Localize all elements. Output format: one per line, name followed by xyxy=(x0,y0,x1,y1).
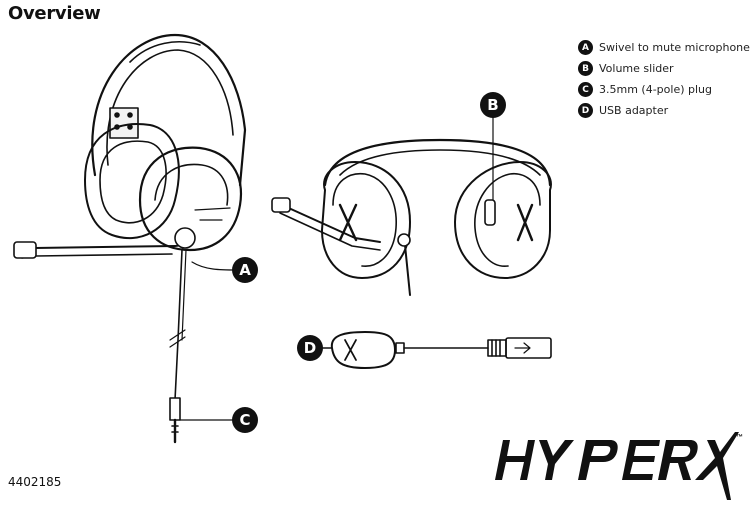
legend-label-d: USB adapter xyxy=(599,104,669,117)
legend-label-c: 3.5mm (4-pole) plug xyxy=(599,83,712,96)
legend-badge-b: B xyxy=(578,61,593,76)
legend-label-b: Volume slider xyxy=(599,62,674,75)
legend-item-a: A Swivel to mute microphone xyxy=(578,37,750,58)
trademark-symbol: ™ xyxy=(736,434,743,441)
callout-b: B xyxy=(480,92,506,118)
usb-adapter-illustration xyxy=(321,331,552,369)
hyperx-logo-mark xyxy=(495,432,739,500)
callout-c: C xyxy=(232,407,258,433)
legend-badge-c: C xyxy=(578,82,593,97)
hyperx-logo xyxy=(495,428,740,503)
callout-d: D xyxy=(297,335,323,361)
page-title: Overview xyxy=(8,3,101,24)
headset-front-view xyxy=(271,115,552,296)
legend-badge-a: A xyxy=(578,40,593,55)
legend-badge-d: D xyxy=(578,103,593,118)
legend-item-d: D USB adapter xyxy=(578,100,750,121)
legend: A Swivel to mute microphone B Volume sli… xyxy=(578,37,750,121)
legend-item-c: C 3.5mm (4-pole) plug xyxy=(578,79,750,100)
headset-side-view xyxy=(13,33,247,444)
callout-a: A xyxy=(232,257,258,283)
part-number: 4402185 xyxy=(8,475,62,489)
legend-label-a: Swivel to mute microphone xyxy=(599,41,750,54)
legend-item-b: B Volume slider xyxy=(578,58,750,79)
